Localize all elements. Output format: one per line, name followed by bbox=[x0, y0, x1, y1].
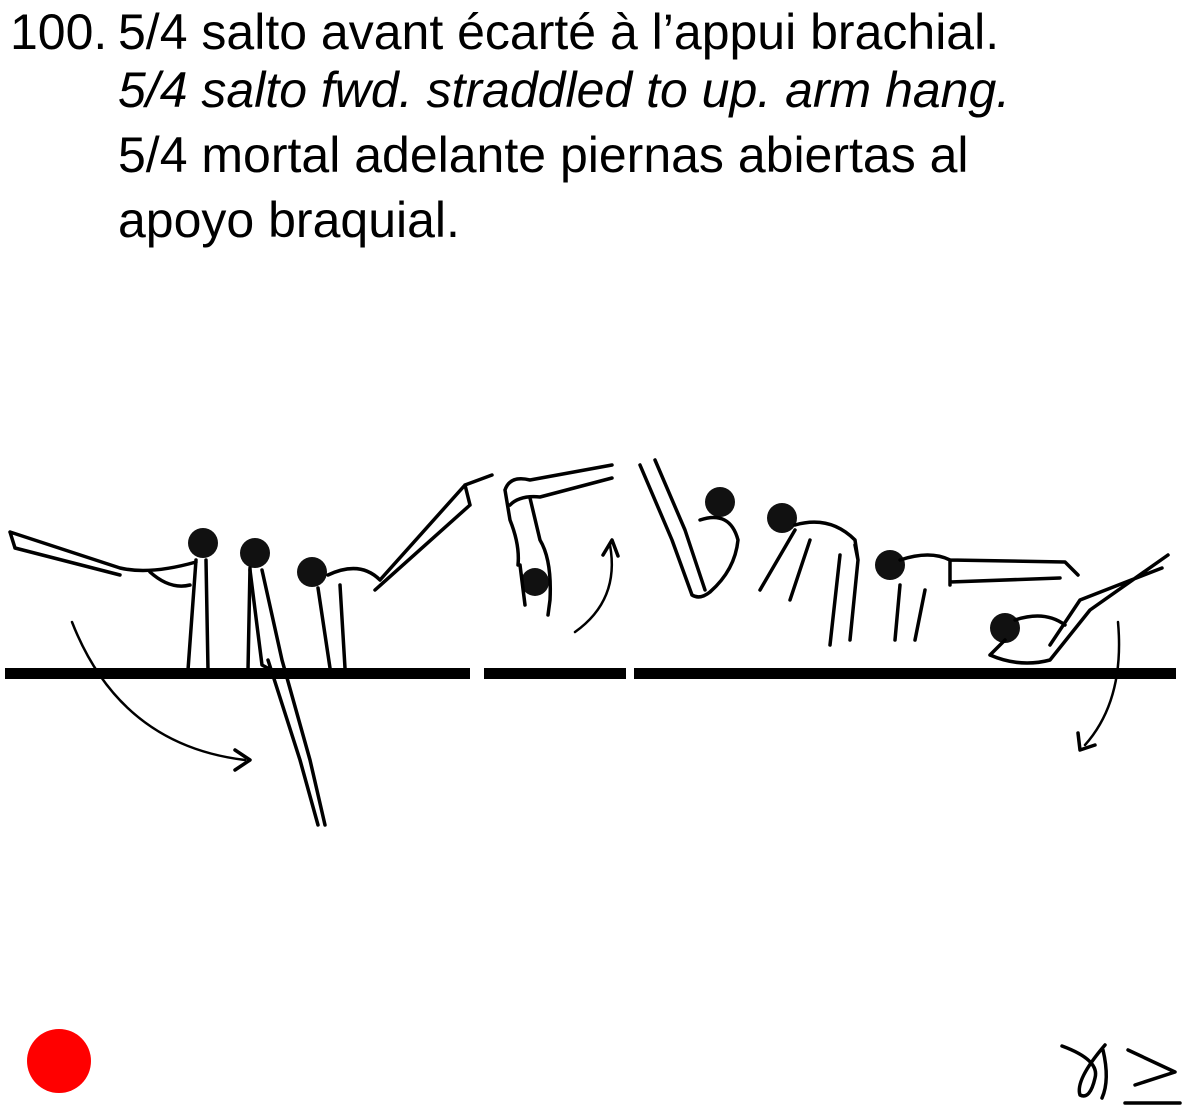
red-dot-icon bbox=[27, 1029, 91, 1093]
bar-segment-middle bbox=[484, 668, 626, 679]
parallel-bar bbox=[5, 668, 1176, 679]
bar-segment-left bbox=[5, 668, 470, 679]
gymnast-figure-8 bbox=[988, 553, 1170, 665]
gymnast-figure-6 bbox=[758, 503, 860, 647]
arrow-head-1 bbox=[233, 748, 252, 772]
bar-segment-right bbox=[634, 668, 1176, 679]
gymnast-figure-7 bbox=[875, 550, 1080, 642]
arrow-head-2 bbox=[601, 538, 620, 558]
element-name-french: 5/4 salto avant écarté à l’appui brachia… bbox=[118, 4, 1000, 60]
gymnast-figure-4 bbox=[503, 463, 614, 617]
arrow-swing-finish bbox=[1083, 620, 1121, 747]
element-name-english: 5/4 salto fwd. straddled to up. arm hang… bbox=[118, 62, 1011, 118]
arrow-head-3 bbox=[1076, 731, 1097, 752]
arrow-swing-down bbox=[70, 620, 247, 762]
gymnast-figure-2 bbox=[240, 538, 327, 827]
handwritten-signature bbox=[1060, 1043, 1182, 1105]
gymnast-figure-5 bbox=[638, 458, 740, 599]
arrow-rotation bbox=[573, 543, 614, 634]
element-number: 100. bbox=[10, 4, 108, 60]
gymnast-figure-1 bbox=[8, 528, 218, 672]
motion-arrows bbox=[70, 538, 1121, 772]
gymnast-figure-3 bbox=[297, 473, 494, 670]
element-name-spanish-line2: apoyo braquial. bbox=[118, 192, 460, 248]
element-name-spanish-line1: 5/4 mortal adelante piernas abiertas al bbox=[118, 127, 969, 183]
